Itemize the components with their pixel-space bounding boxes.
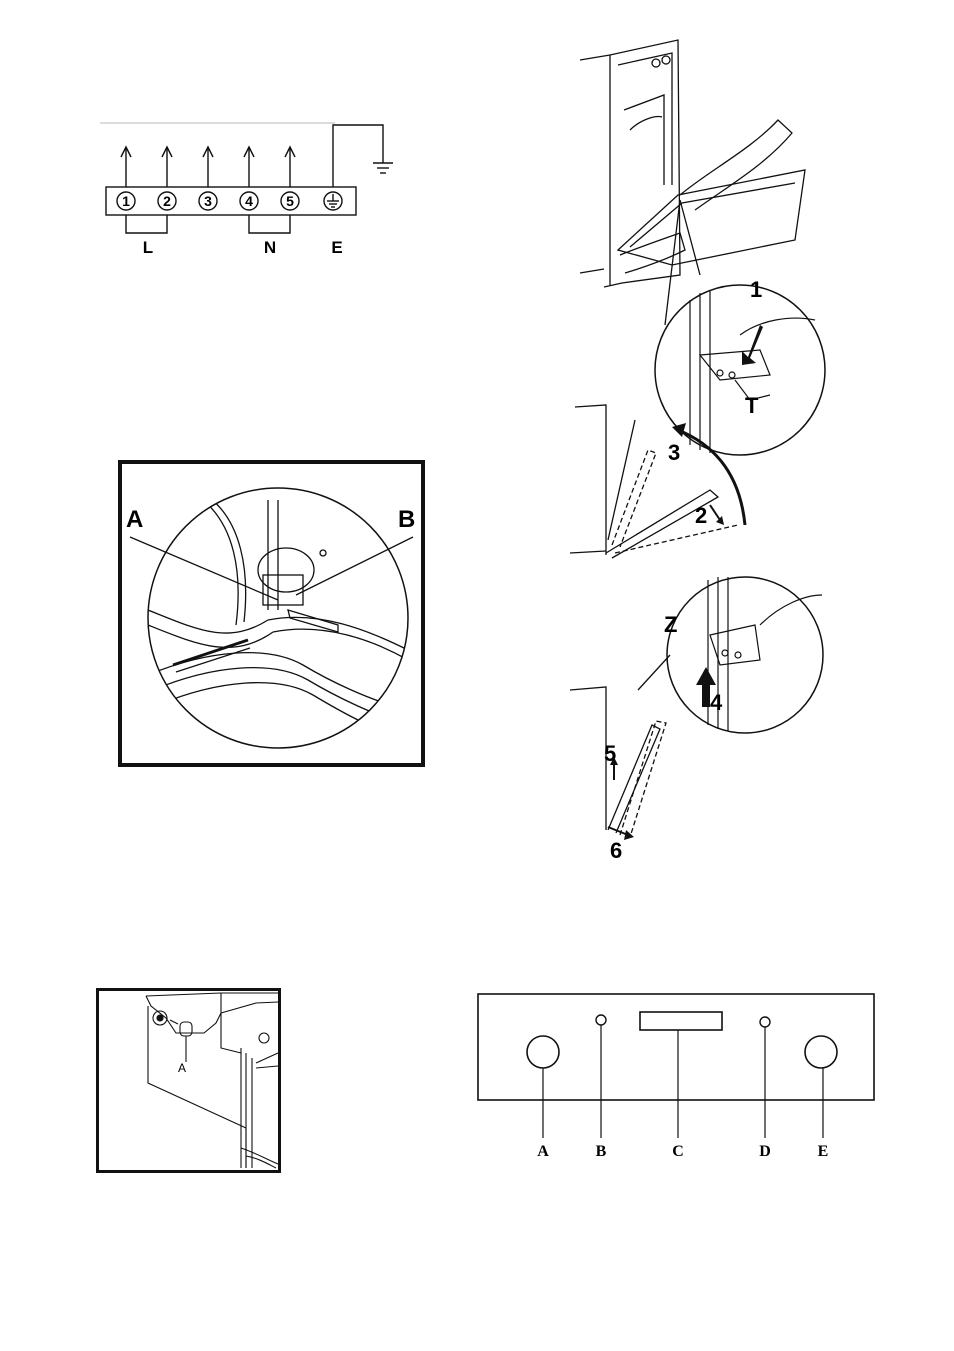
label-b: B	[596, 1143, 607, 1160]
step-1-label: 1	[750, 277, 762, 302]
step-5-label: 5	[604, 741, 616, 766]
screw-a-label: A	[178, 1061, 186, 1075]
step-2-label: 2	[695, 503, 707, 528]
step-3-label: 3	[668, 440, 680, 465]
terminal-block-diagram: 1 2 3 4 5 L N E	[100, 115, 410, 265]
group-label-earth: E	[331, 238, 342, 257]
terminal-3-label: 3	[204, 193, 212, 209]
door-removal-diagram: 1 T 3 2 Z 4 5 6	[560, 35, 860, 865]
control-panel-fascia	[478, 994, 874, 1100]
label-e: E	[818, 1143, 829, 1160]
step-6-label: 6	[610, 838, 622, 863]
terminal-5-label: 5	[286, 193, 294, 209]
label-a: A	[537, 1143, 549, 1160]
point-z-label: Z	[664, 612, 677, 637]
side-fixing-diagram: A	[96, 988, 281, 1173]
oven-corner-detail: A B	[118, 460, 425, 767]
terminal-4-label: 4	[245, 193, 253, 209]
label-d: D	[759, 1143, 771, 1160]
terminal-1-label: 1	[122, 193, 130, 209]
group-label-neutral: N	[264, 238, 276, 257]
control-panel-diagram: A B C D E	[476, 992, 878, 1162]
arrow-step-2	[710, 505, 720, 520]
wire-leads	[121, 147, 295, 187]
label-a: A	[126, 506, 143, 533]
label-c: C	[672, 1143, 684, 1160]
label-b: B	[398, 506, 415, 533]
group-label-live: L	[143, 238, 153, 257]
point-t-label: T	[745, 393, 759, 418]
step-4-label: 4	[710, 690, 723, 715]
terminal-2-label: 2	[163, 193, 171, 209]
